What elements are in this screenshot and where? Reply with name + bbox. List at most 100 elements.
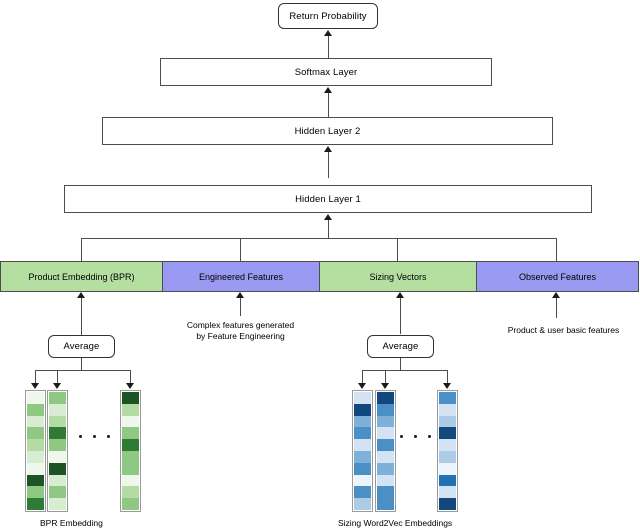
arrowhead-average1-to-product-embedding [77,292,85,298]
arrowhead-to-bpr-column-3 [126,383,134,389]
node-softmax-layer-label: Softmax Layer [294,66,358,78]
annotation-engineered-features-line2: by Feature Engineering [196,331,285,341]
node-average-bpr[interactable]: Average [48,335,115,358]
connector-bus-branch-3 [397,238,398,261]
embedding-cell [354,392,371,404]
embedding-cell [49,403,66,416]
embedding-cell [49,439,66,451]
arrowhead-to-sizing-column-1 [358,383,366,389]
feature-cell-product-embedding[interactable]: Product Embedding (BPR) [0,261,163,292]
sizing-embedding-column-3 [437,390,458,512]
node-return-probability[interactable]: Return Probability [278,3,378,29]
node-average-sizing[interactable]: Average [367,335,434,358]
arrowhead-features-to-hidden1 [324,214,332,220]
embedding-cell [377,486,394,499]
connector-bus-horizontal [81,238,556,239]
connector-softmax-to-return [328,36,329,58]
embedding-cell [122,450,139,463]
arrowhead-softmax-to-return [324,30,332,36]
bpr-ellipsis [79,435,110,438]
ellipsis-dot [428,435,431,438]
node-average-bpr-label: Average [63,341,100,352]
embedding-cell [439,427,456,440]
embedding-cell [27,427,44,440]
bpr-embedding-column-1 [25,390,46,512]
ellipsis-dot [107,435,110,438]
node-hidden-layer-1[interactable]: Hidden Layer 1 [64,185,592,213]
embedding-cell [377,403,394,416]
embedding-cell [354,439,371,451]
feature-cell-product-embedding-label: Product Embedding (BPR) [28,271,135,282]
embedding-cell [439,486,456,499]
ellipsis-dot [414,435,417,438]
node-hidden-layer-2[interactable]: Hidden Layer 2 [102,117,553,145]
connector-average2-horizontal [362,370,447,371]
feature-cell-sizing-vectors[interactable]: Sizing Vectors [319,261,477,292]
embedding-cell [439,450,456,463]
embedding-cell [49,474,66,487]
embedding-cell [354,498,371,510]
embedding-cell [354,486,371,499]
connector-bus-branch-1 [81,238,82,261]
arrowhead-to-sizing-column-2 [381,383,389,389]
embedding-cell [122,415,139,428]
embedding-cell [377,462,394,475]
connector-average1-branch-2 [57,370,58,384]
node-average-sizing-label: Average [382,341,419,352]
connector-annotation2-to-observed [556,298,557,318]
embedding-cell [122,403,139,416]
arrowhead-annotation2-to-observed [552,292,560,298]
sizing-ellipsis [400,435,431,438]
connector-bus-branch-4 [556,238,557,261]
embedding-cell [439,498,456,510]
node-softmax-layer[interactable]: Softmax Layer [160,58,492,86]
feature-cell-observed-features[interactable]: Observed Features [476,261,639,292]
arrowhead-to-bpr-column-1 [31,383,39,389]
connector-bus-stem [328,220,329,238]
connector-average2-stem [400,358,401,370]
connector-bus-branch-2 [240,238,241,261]
connector-average1-horizontal [35,370,130,371]
embedding-cell [122,439,139,451]
embedding-cell [354,450,371,463]
embedding-cell [354,462,371,475]
annotation-engineered-features: Complex features generated by Feature En… [168,320,313,342]
connector-average2-branch-1 [362,370,363,384]
embedding-cell [122,474,139,487]
embedding-cell [122,462,139,475]
feature-cell-engineered-features-label: Engineered Features [198,271,284,282]
embedding-cell [122,427,139,440]
arrowhead-annotation1-to-engineered [236,292,244,298]
connector-annotation1-to-engineered [240,298,241,316]
connector-average2-to-sizing-vectors [400,298,401,334]
embedding-cell [49,427,66,440]
connector-hidden2-to-softmax [328,93,329,117]
embedding-cell [49,392,66,404]
connector-average1-branch-3 [130,370,131,384]
embedding-cell [439,474,456,487]
arrowhead-hidden1-to-hidden2 [324,146,332,152]
embedding-cell [122,498,139,510]
embedding-cell [27,450,44,463]
embedding-cell [27,486,44,499]
sizing-embedding-column-1 [352,390,373,512]
embedding-cell [377,427,394,440]
annotation-engineered-features-line1: Complex features generated [186,320,295,330]
feature-cell-engineered-features[interactable]: Engineered Features [162,261,320,292]
connector-hidden1-to-hidden2 [328,152,329,178]
embedding-cell [27,415,44,428]
connector-average1-stem [81,358,82,370]
arrowhead-to-sizing-column-3 [443,383,451,389]
embedding-cell [27,474,44,487]
embedding-cell [377,450,394,463]
node-hidden-layer-2-label: Hidden Layer 2 [294,125,361,137]
arrowhead-hidden2-to-softmax [324,87,332,93]
embedding-cell [49,450,66,463]
annotation-observed-features-line1: Product & user basic features [507,325,620,335]
embedding-cell [377,439,394,451]
embedding-cell [27,392,44,404]
caption-bpr-embedding: BPR Embedding [40,518,103,528]
embedding-cell [439,439,456,451]
embedding-cell [49,415,66,428]
